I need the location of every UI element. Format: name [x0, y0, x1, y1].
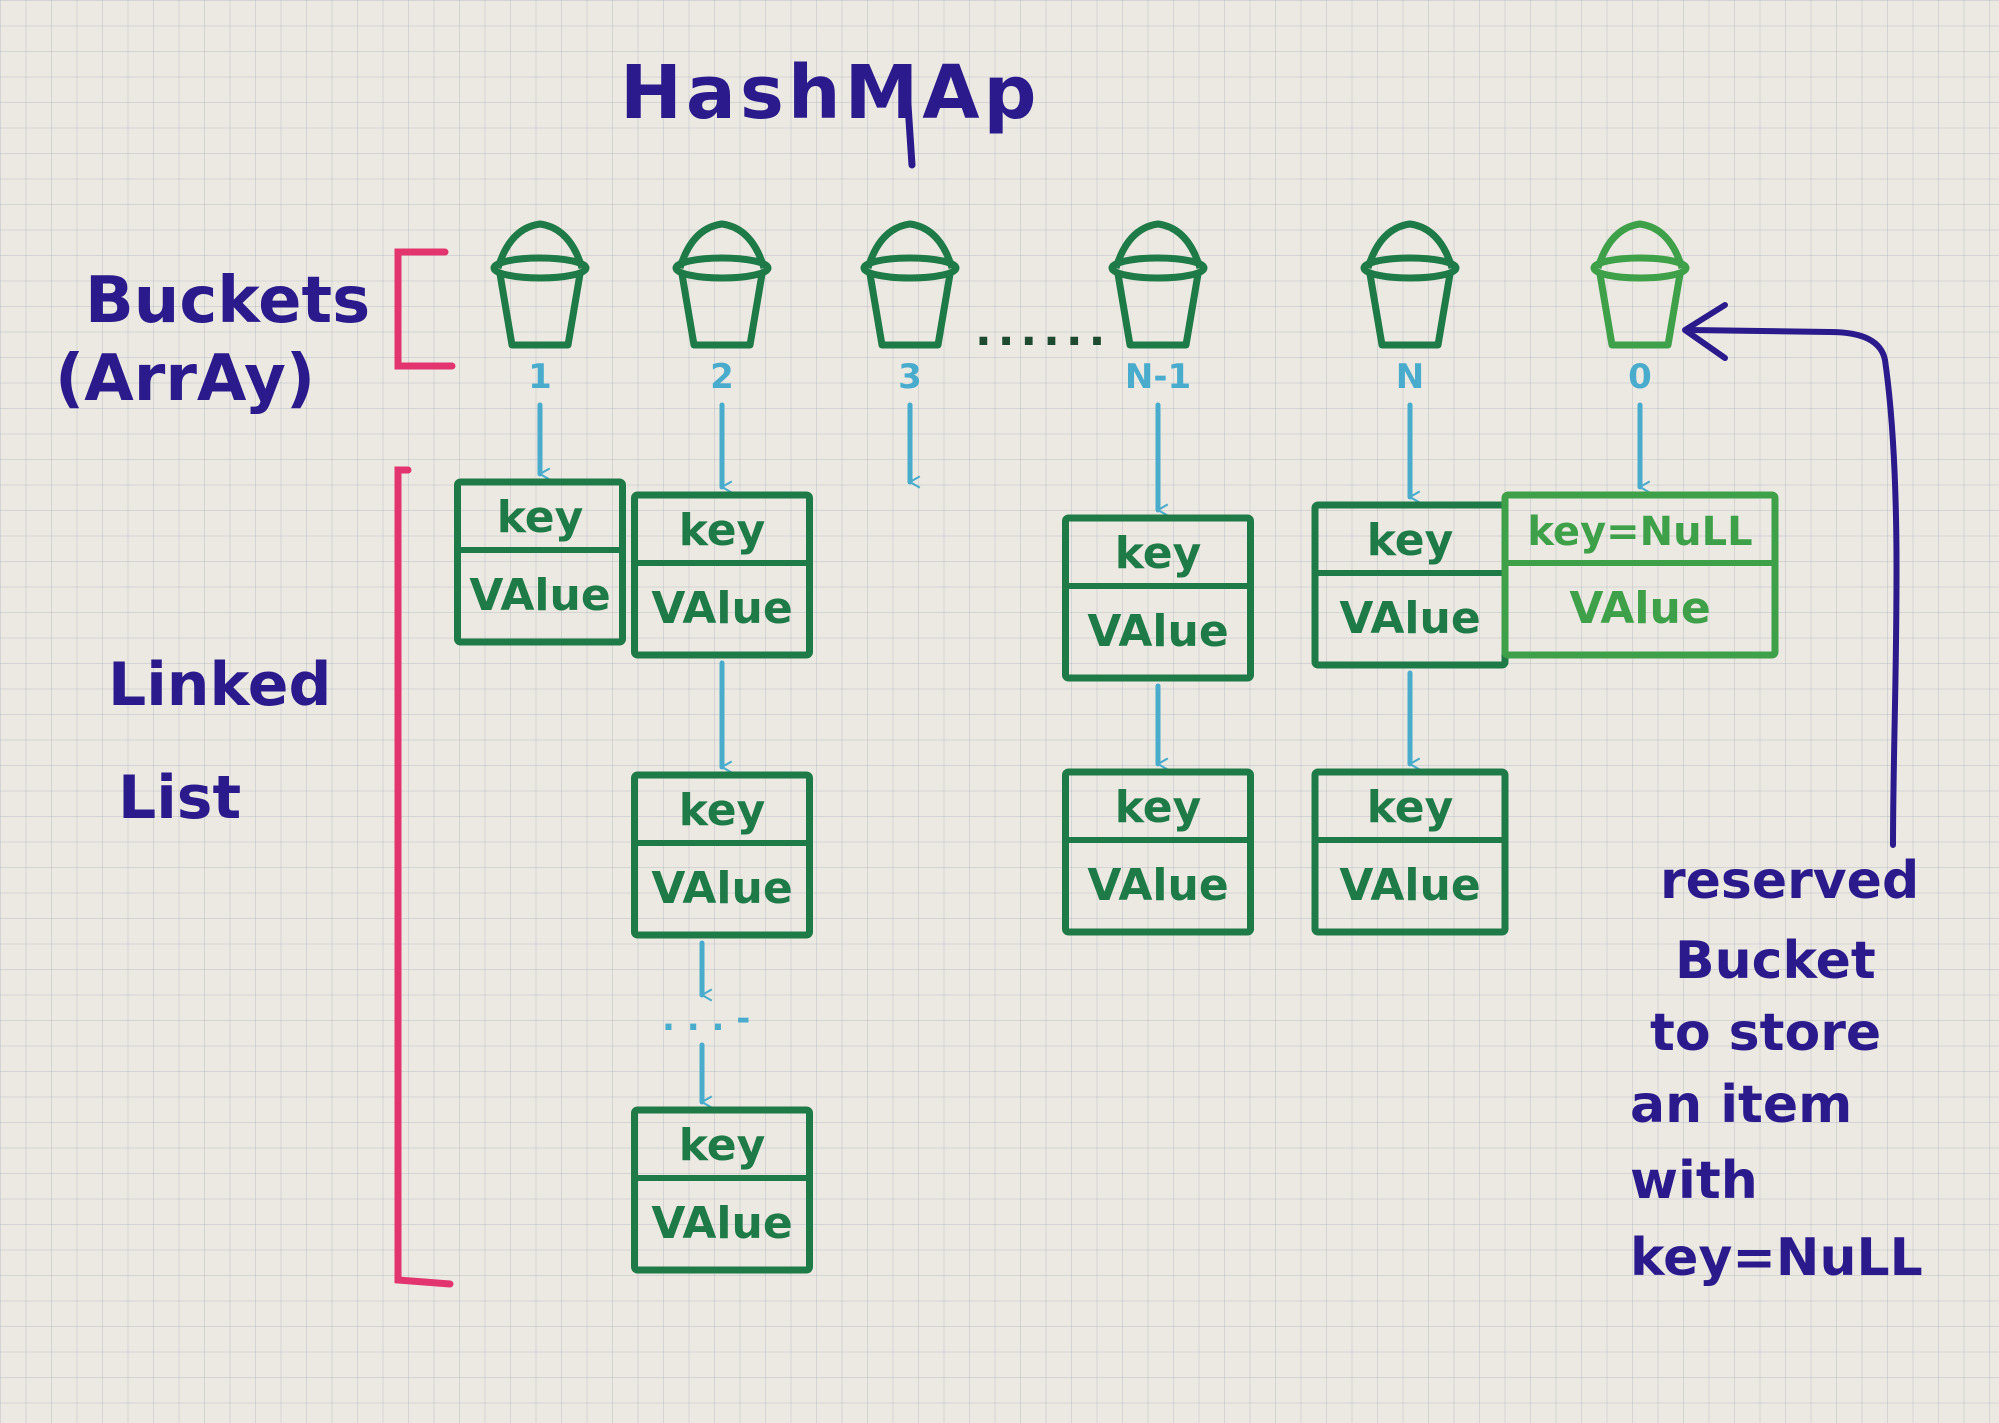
bucket-index-label: N-1: [1125, 357, 1191, 397]
bucket-index-label: N: [1396, 357, 1424, 397]
linked-list-node: key=NuLL VAlue: [1501, 491, 1779, 659]
node-value-text: VAlue: [651, 863, 792, 914]
bucket-column: 0 key=NuLL VAlue: [1501, 220, 1779, 659]
linked-label: Linked: [108, 650, 331, 720]
reserved-pointer-arrowhead: [1682, 302, 1728, 361]
node-key-text: key: [1367, 782, 1454, 833]
reserved-note-line: an item: [1630, 1075, 1852, 1135]
array-label: (ArrAy): [55, 342, 315, 416]
reserved-note-line: with: [1630, 1151, 1758, 1211]
page-title: HashMAp: [620, 50, 1040, 136]
node-value-text: VAlue: [1087, 860, 1228, 911]
bucket-rim: [672, 254, 772, 282]
node-key-text: key: [679, 1120, 766, 1171]
bucket-body: [1596, 273, 1684, 349]
node-box: [1062, 768, 1254, 936]
node-key-text: key: [1115, 528, 1202, 579]
bucket-index-label: 3: [898, 357, 922, 397]
node-key-text: key: [679, 785, 766, 836]
bucket-lid: [864, 220, 956, 270]
linked-list-bracket: [394, 466, 454, 1288]
list-label: List: [118, 763, 241, 833]
node-box: [1062, 514, 1254, 682]
reserved-note: reserved Bucket to store an item with ke…: [1630, 851, 1923, 1288]
bucket-rim: [490, 254, 590, 282]
bucket-body: [678, 273, 766, 349]
node-key-text: key: [679, 505, 766, 556]
title-underline-stroke: [904, 101, 916, 169]
bucket-rim: [860, 254, 960, 282]
node-key-text: key: [497, 492, 584, 543]
buckets-ellipsis: ......: [975, 305, 1111, 356]
bucket-rim: [1108, 254, 1208, 282]
buckets-bracket: [394, 248, 456, 370]
bucket-lid: [1112, 220, 1204, 270]
bucket-lid: [1364, 220, 1456, 270]
reserved-pointer-arrow: [1687, 327, 1900, 848]
bucket-rim: [1590, 254, 1690, 282]
bucket-index-label: 0: [1628, 357, 1652, 397]
bucket-rim: [1360, 254, 1460, 282]
node-box: [631, 771, 813, 939]
node-box: [631, 1106, 813, 1274]
node-value-text: VAlue: [651, 583, 792, 634]
bucket-index-label: 1: [528, 357, 552, 397]
node-key-text: key=NuLL: [1527, 509, 1752, 555]
reserved-note-line: to store: [1650, 1003, 1881, 1063]
node-key-text: key: [1367, 515, 1454, 566]
bucket-lid: [676, 220, 768, 270]
buckets-label: Buckets: [85, 264, 370, 338]
bucket-lid: [494, 220, 586, 270]
node-box: [1501, 491, 1779, 659]
bucket-body: [1114, 273, 1202, 349]
node-key-text: key: [1115, 782, 1202, 833]
bucket-body: [1366, 273, 1454, 349]
reserved-note-line: reserved: [1660, 851, 1919, 911]
bucket-column: 3: [860, 220, 960, 482]
reserved-note-line: Bucket: [1675, 931, 1876, 991]
chain-ellipsis: . . . -: [662, 999, 750, 1039]
bucket-lid: [1594, 220, 1686, 270]
reserved-note-line: key=NuLL: [1630, 1228, 1923, 1288]
bucket-index-label: 2: [710, 357, 734, 397]
node-value-text: VAlue: [1569, 583, 1710, 634]
node-box: [1311, 768, 1509, 936]
bucket-body: [496, 273, 584, 349]
node-value-text: VAlue: [651, 1198, 792, 1249]
bucket-body: [866, 273, 954, 349]
node-value-text: VAlue: [1087, 606, 1228, 657]
node-value-text: VAlue: [1339, 860, 1480, 911]
node-value-text: VAlue: [469, 570, 610, 621]
node-value-text: VAlue: [1339, 593, 1480, 644]
node-box: [631, 491, 813, 659]
node-box: [454, 478, 626, 646]
